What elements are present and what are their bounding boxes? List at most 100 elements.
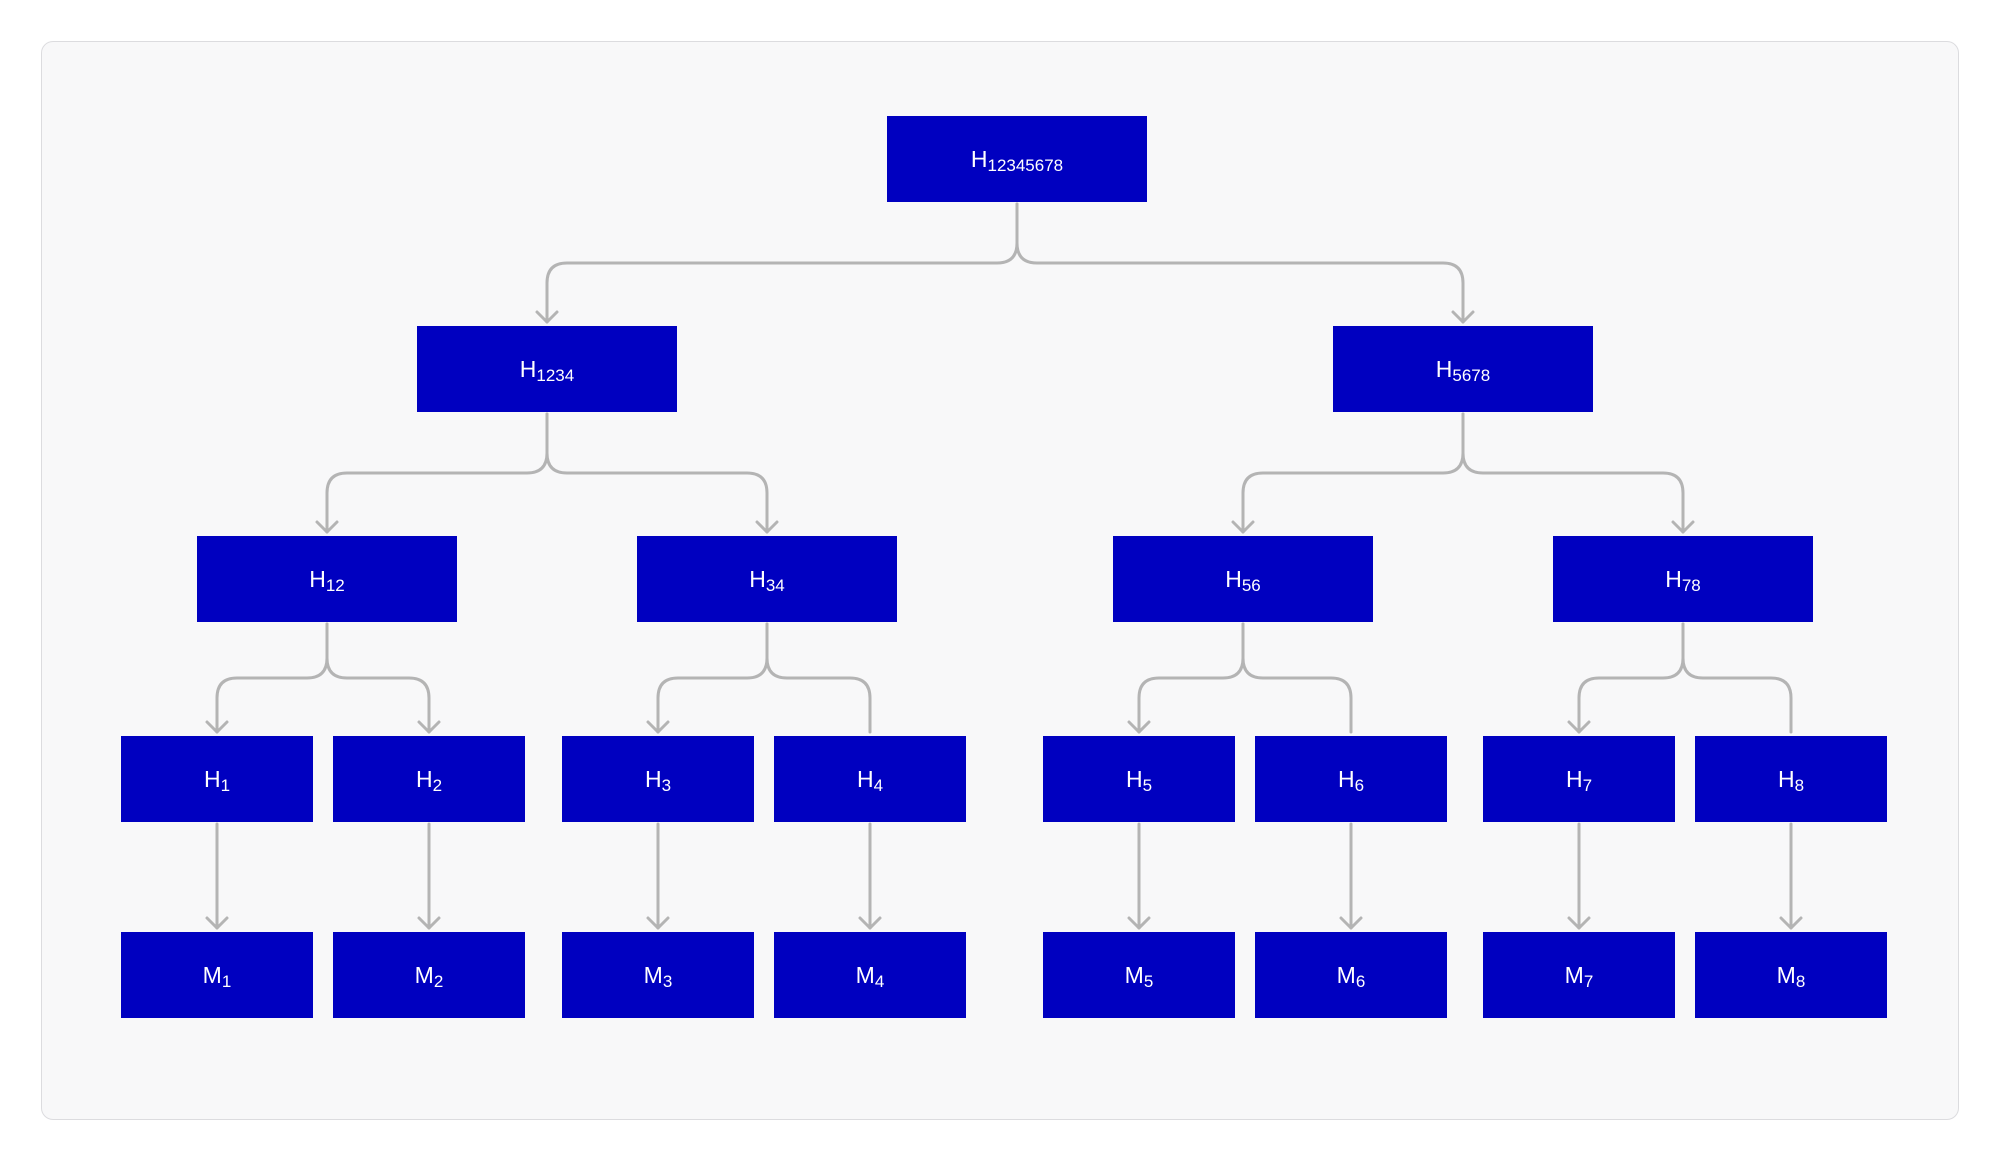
node-H6: H6 [1255,736,1447,822]
node-box-H1234 [417,326,677,412]
arrowhead-M7 [1567,916,1591,930]
node-box-M6 [1255,932,1447,1018]
node-M6: M6 [1255,932,1447,1018]
node-box-H7 [1483,736,1675,822]
node-label-H6: H6 [1338,766,1364,795]
edge-H12-to-H2 [325,622,431,734]
node-box-M5 [1043,932,1235,1018]
node-box-H6 [1255,736,1447,822]
node-box-H78 [1553,536,1813,622]
node-label-H5678: H5678 [1436,356,1490,385]
edge-H1234-to-H34 [545,412,769,534]
arrowhead-H12 [315,520,339,534]
node-H1: H1 [121,736,313,822]
arrowhead-H78 [1671,520,1695,534]
arrowhead-M8 [1779,916,1803,930]
arrowhead-H7 [1567,720,1591,734]
node-H1234: H1234 [417,326,677,412]
node-M1: M1 [121,932,313,1018]
node-H8: H8 [1695,736,1887,822]
node-label-M1: M1 [203,962,232,991]
node-box-M8 [1695,932,1887,1018]
node-M5: M5 [1043,932,1235,1018]
arrowhead-H3 [646,720,670,734]
node-box-H3 [562,736,754,822]
node-box-H4 [774,736,966,822]
node-box-M3 [562,932,754,1018]
edge-H12345678-to-H1234 [545,202,1019,324]
edge-H12-to-H1 [215,622,329,734]
node-H34: H34 [637,536,897,622]
node-label-M7: M7 [1565,962,1594,991]
node-label-H1: H1 [204,766,230,795]
node-box-H5678 [1333,326,1593,412]
arrowhead-H56 [1231,520,1255,534]
node-M7: M7 [1483,932,1675,1018]
node-H78: H78 [1553,536,1813,622]
edge-H5678-to-H78 [1461,412,1685,534]
node-box-H8 [1695,736,1887,822]
node-label-H5: H5 [1126,766,1152,795]
node-M3: M3 [562,932,754,1018]
node-M2: M2 [333,932,525,1018]
edge-H5678-to-H56 [1241,412,1465,534]
arrowhead-M2 [417,916,441,930]
node-label-H2: H2 [416,766,442,795]
edge-H78-to-H7 [1577,622,1685,734]
node-label-M4: M4 [856,962,885,991]
arrowhead-H1 [205,720,229,734]
edges-layer [205,202,1803,930]
arrowhead-H2 [417,720,441,734]
node-box-H5 [1043,736,1235,822]
arrowhead-H1234 [535,310,559,324]
node-label-M2: M2 [415,962,444,991]
node-M4: M4 [774,932,966,1018]
node-box-M2 [333,932,525,1018]
node-box-M1 [121,932,313,1018]
node-label-H1234: H1234 [520,356,574,385]
edge-H1234-to-H12 [325,412,549,534]
node-H2: H2 [333,736,525,822]
arrowhead-H5 [1127,720,1151,734]
node-label-M5: M5 [1125,962,1154,991]
edge-H34-to-H4 [765,622,872,734]
node-box-H34 [637,536,897,622]
node-box-M7 [1483,932,1675,1018]
edge-H34-to-H3 [656,622,769,734]
node-H12345678: H12345678 [887,116,1147,202]
arrowhead-H5678 [1451,310,1475,324]
node-label-H12345678: H12345678 [971,146,1063,175]
arrowhead-M1 [205,916,229,930]
arrowhead-H34 [755,520,779,534]
node-box-H12 [197,536,457,622]
node-label-H34: H34 [749,566,785,595]
node-box-H2 [333,736,525,822]
edge-H78-to-H8 [1681,622,1793,734]
node-label-M8: M8 [1777,962,1806,991]
node-label-H56: H56 [1225,566,1261,595]
node-H5678: H5678 [1333,326,1593,412]
node-box-H56 [1113,536,1373,622]
node-H7: H7 [1483,736,1675,822]
arrowhead-M3 [646,916,670,930]
node-label-H3: H3 [645,766,671,795]
node-label-M3: M3 [644,962,673,991]
node-H3: H3 [562,736,754,822]
node-label-H8: H8 [1778,766,1804,795]
node-label-H78: H78 [1665,566,1701,595]
node-box-H12345678 [887,116,1147,202]
node-H56: H56 [1113,536,1373,622]
node-H5: H5 [1043,736,1235,822]
node-box-H1 [121,736,313,822]
edge-H12345678-to-H5678 [1015,202,1465,324]
node-H12: H12 [197,536,457,622]
node-box-M4 [774,932,966,1018]
node-H4: H4 [774,736,966,822]
node-label-H4: H4 [857,766,883,795]
arrowhead-M5 [1127,916,1151,930]
node-M8: M8 [1695,932,1887,1018]
arrowhead-M6 [1339,916,1363,930]
arrowhead-M4 [858,916,882,930]
node-label-M6: M6 [1337,962,1366,991]
